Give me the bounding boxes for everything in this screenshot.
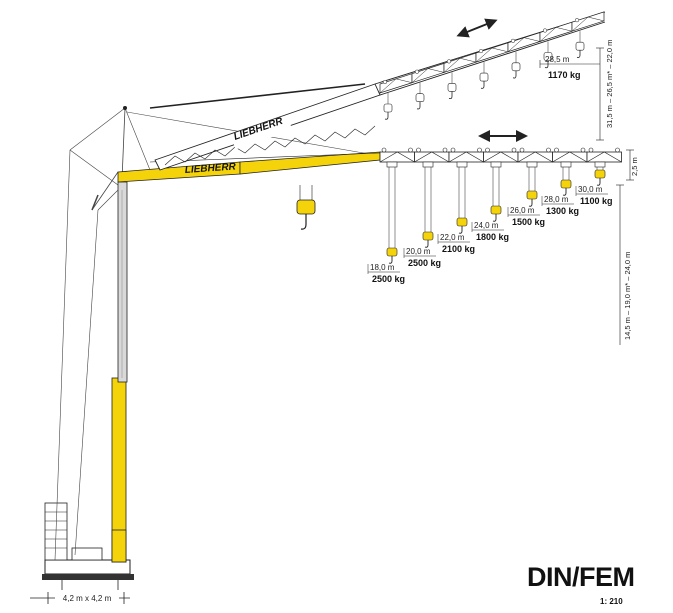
hook-block xyxy=(511,62,521,72)
luffed-jib-segment xyxy=(507,32,541,79)
load-position: 30,0 m 1100 kg xyxy=(575,161,613,206)
hook-icon xyxy=(528,199,533,207)
load-label: 1800 kg xyxy=(476,232,509,242)
hook-icon xyxy=(492,214,497,222)
hook-block xyxy=(456,217,468,227)
radius-label: 30,0 m xyxy=(578,185,603,194)
luffed-travel-arrows-icon xyxy=(456,18,498,38)
luffed-jib-segment xyxy=(379,73,413,120)
trolley xyxy=(456,161,468,168)
radius-label: 20,0 m xyxy=(406,247,431,256)
horizontal-jib-segment xyxy=(552,147,588,163)
hook-block xyxy=(575,41,585,51)
winch-box xyxy=(71,547,103,561)
hook-block xyxy=(447,83,457,92)
hook-block xyxy=(490,205,502,215)
radius-label: 28,0 m xyxy=(544,195,569,204)
luffed-jib-segments xyxy=(379,11,605,120)
luffed-jib-segment xyxy=(411,62,445,110)
trolley xyxy=(386,161,398,168)
horizontal-jib: LIEBHERR xyxy=(117,151,381,230)
luffed-radius: 28,5 m xyxy=(545,55,570,64)
horizontal-jib-segment xyxy=(586,147,622,163)
hook-block xyxy=(526,190,538,200)
crane-base: 4,2 m x 4,2 m xyxy=(30,502,134,604)
hook-icon xyxy=(300,214,307,230)
hook-icon xyxy=(596,178,601,186)
hook-icon xyxy=(562,188,567,196)
hook-icon xyxy=(424,240,429,248)
hook-icon xyxy=(576,50,581,58)
jib-logo: LIEBHERR xyxy=(184,161,237,176)
load-position: 24,0 m 1800 kg xyxy=(471,161,509,242)
trolley xyxy=(490,161,502,168)
standard-title: DIN/FEM xyxy=(527,562,635,592)
hook-block xyxy=(296,199,316,215)
load-position: 18,0 m 2500 kg xyxy=(367,161,405,284)
hook-icon xyxy=(458,226,463,234)
load-label: 2500 kg xyxy=(372,274,405,284)
hook-icon xyxy=(544,60,549,69)
hook-icon xyxy=(512,70,517,79)
hook-block xyxy=(594,169,606,179)
hook-icon xyxy=(388,256,393,264)
luffed-height-label: 31,5 m – 26,5 m* – 22,0 m xyxy=(605,40,614,128)
hook-block xyxy=(415,93,425,102)
footprint-label: 4,2 m x 4,2 m xyxy=(63,594,112,603)
hook-block xyxy=(560,179,572,189)
hook-block xyxy=(479,72,489,82)
horizontal-height-label: 14,5 m – 19,0 m* – 24,0 m xyxy=(623,252,632,340)
hook-icon xyxy=(448,91,453,100)
luffed-jib-segment xyxy=(571,11,605,58)
trolley xyxy=(526,161,538,168)
hook-block xyxy=(422,231,434,241)
radius-label: 22,0 m xyxy=(440,233,465,242)
horizontal-jib-segment xyxy=(414,147,450,163)
load-position: 26,0 m 1500 kg xyxy=(507,161,545,227)
luffed-jib-segment xyxy=(443,52,477,100)
load-position: 22,0 m 2100 kg xyxy=(437,161,475,254)
hook-icon xyxy=(480,81,485,89)
load-label: 1500 kg xyxy=(512,217,545,227)
jib-offset-label: 2,5 m xyxy=(630,157,639,176)
tower-mast xyxy=(54,149,128,563)
luffed-jib-segment xyxy=(539,21,573,69)
height-dimensions: 31,5 m – 26,5 m* – 22,0 m 2,5 m 14,5 m –… xyxy=(596,40,639,345)
hook-block xyxy=(386,247,398,257)
load-label: 1300 kg xyxy=(546,206,579,216)
radius-label: 18,0 m xyxy=(370,263,395,272)
load-label: 2100 kg xyxy=(442,244,475,254)
radius-label: 24,0 m xyxy=(474,221,499,230)
load-position: 20,0 m 2500 kg xyxy=(403,161,441,268)
horizontal-jib-segment xyxy=(483,147,519,163)
hook-icon xyxy=(384,112,389,120)
load-label: 2500 kg xyxy=(408,258,441,268)
load-position: 28,0 m 1300 kg xyxy=(541,161,579,216)
luffed-load: 1170 kg xyxy=(548,70,581,80)
load-label: 1100 kg xyxy=(580,196,613,206)
trolley xyxy=(594,161,606,168)
horizontal-jib-segment xyxy=(379,147,415,163)
hook-icon xyxy=(416,101,421,110)
trolley xyxy=(422,161,434,168)
luffing-tie xyxy=(149,83,366,109)
luffed-load-label: 28,5 m 1170 kg xyxy=(539,55,600,80)
radius-label: 26,0 m xyxy=(510,206,535,215)
horizontal-jib-segment xyxy=(517,147,553,163)
trolley xyxy=(560,161,572,168)
scale-label: 1: 210 xyxy=(600,597,623,606)
horizontal-jib-segment xyxy=(448,147,484,163)
luffed-jib-segment xyxy=(475,42,509,89)
hook-block xyxy=(383,103,393,113)
